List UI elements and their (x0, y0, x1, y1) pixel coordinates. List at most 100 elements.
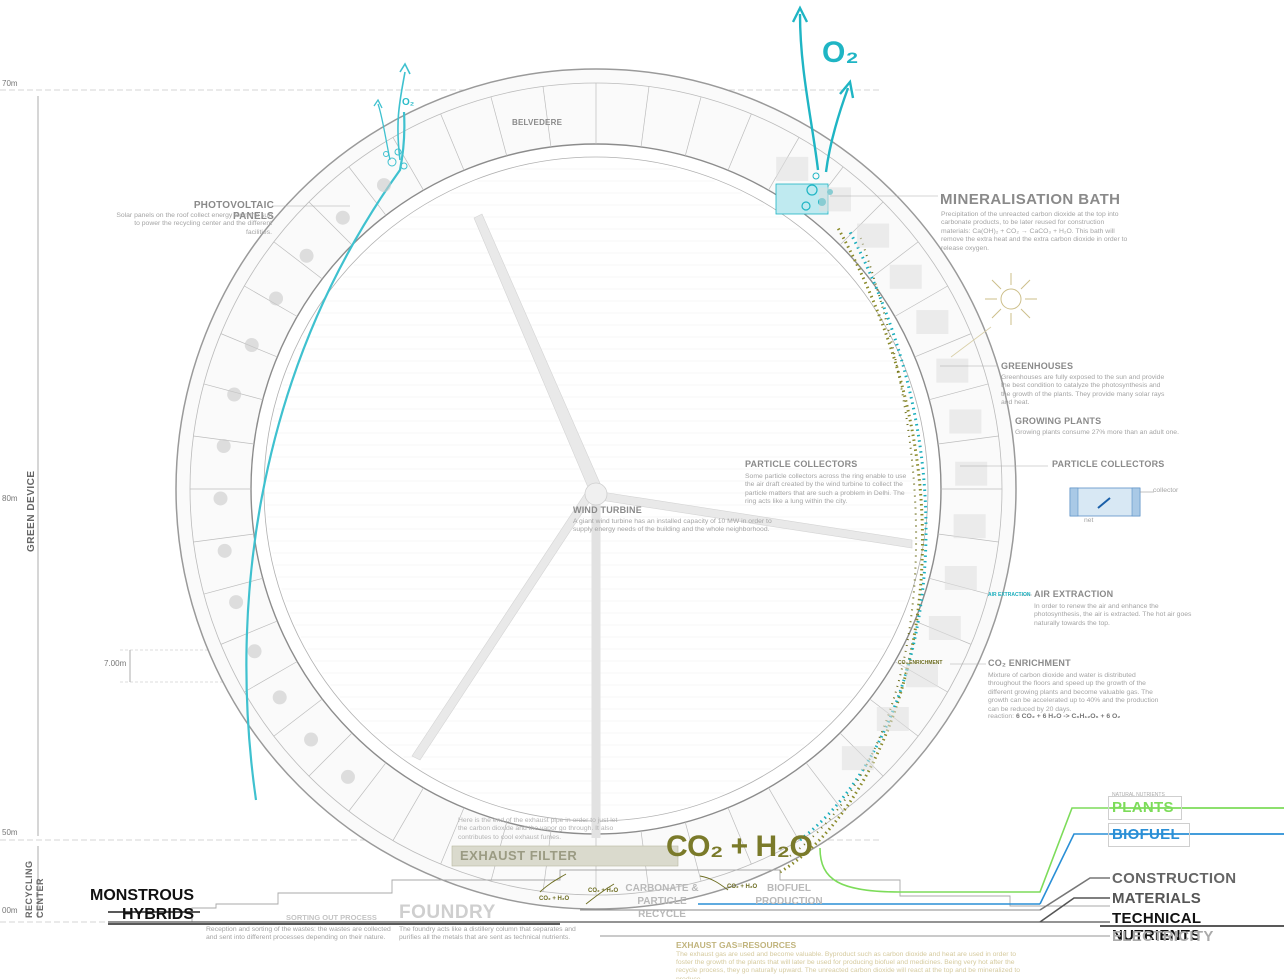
co2-h2o-small-1: CO₂ + H₂O (539, 896, 570, 902)
exhaust-gas-title: EXHAUST GAS=RESOURCES (676, 940, 797, 950)
greenhouse-section (776, 156, 809, 181)
green-device-label: GREEN DEVICE (26, 470, 37, 552)
floor-slab (684, 822, 702, 882)
greenhouse-sections (213, 156, 988, 784)
greenhouse-section (936, 358, 969, 383)
tree-sketch (229, 595, 244, 610)
particle-collector-icon (1069, 487, 1154, 517)
carbonate-label: CARBONATE & PARTICLE RECYCLE (625, 883, 699, 920)
greenhouses-title: GREENHOUSES (1001, 361, 1074, 371)
wind-turbine-title: WIND TURBINE (573, 505, 642, 515)
co2-enrichment-tag: CO₂ ENRICHMENT (898, 660, 943, 666)
floor-slab (914, 333, 972, 358)
floor-slab (348, 762, 387, 812)
greenhouse-section (928, 616, 961, 641)
floor-slab (727, 807, 752, 865)
tree-sketch (213, 491, 228, 506)
co2-pipe-right (779, 227, 928, 874)
sorting-desc: Reception and sorting of the wastes: the… (206, 926, 391, 942)
turbine-hatching (266, 168, 926, 806)
sorting-title: SORTING OUT PROCESS (286, 913, 377, 922)
exhaust-arrows (539, 873, 729, 905)
greenhouse-section (841, 746, 874, 771)
co2-enrichment-desc: Mixture of carbon dioxide and water is d… (988, 672, 1159, 713)
floor-slab (938, 435, 999, 445)
floor-slab (220, 620, 278, 645)
plants-output: PLANTS (1112, 799, 1174, 816)
floor-slab (440, 807, 465, 865)
floor-slab (894, 285, 948, 317)
mineralisation-title: MINERALISATION BATH (940, 191, 1121, 208)
air-extraction-desc: In order to renew the air and enhance th… (1034, 603, 1192, 627)
tree-sketch (269, 291, 284, 306)
wind-turbine-desc: A giant wind turbine has an installed ca… (573, 518, 772, 534)
reaction-formula: 6 CO₂ + 6 H₂O -> C₆H₁₂O₆ + 6 O₂ (1015, 713, 1121, 720)
electricity-output: ELECTRICITY (1112, 928, 1214, 945)
greenhouse-section (944, 565, 977, 590)
floor-slab (542, 86, 552, 147)
exhaust-filter-label: EXHAUST FILTER (460, 848, 578, 863)
dimension-middle: 80m (2, 494, 18, 503)
leader-lines (272, 195, 1048, 665)
floor-slab (392, 787, 424, 841)
floor-slab (440, 113, 465, 171)
particle-collectors-inner-desc: Some particle collectors across the ring… (745, 473, 907, 506)
floor-slab (348, 166, 387, 216)
greenhouse-section (953, 514, 986, 539)
tree-sketch (216, 439, 231, 454)
dimension-floor: 7.00m (104, 659, 127, 668)
tree-sketch (244, 338, 259, 353)
greenhouses-desc: Greenhouses are fully exposed to the sun… (1001, 374, 1165, 407)
tree-sketch (217, 543, 232, 558)
floor-slab (640, 86, 650, 147)
floor-slab (869, 241, 919, 280)
belvedere-label: BELVEDERE (512, 118, 563, 127)
biofuel-output: BIOFUEL (1112, 826, 1180, 843)
greenhouse-section (819, 187, 852, 212)
collector-label: collector (1153, 487, 1179, 494)
technical-nutrients-output: TECHNICAL NUTRIENTS (1112, 910, 1202, 944)
dimension-ground: 00m (2, 906, 18, 915)
wind-turbine-blades (411, 213, 913, 838)
monstrous-hybrids-label: MONSTROUS HYBRIDS (90, 887, 194, 923)
oxygen-pipe-left (245, 62, 411, 801)
dimension-base: 50m (2, 828, 18, 837)
particle-collectors-inner-title: PARTICLE COLLECTORS (745, 459, 858, 469)
tree-sketch (227, 387, 242, 402)
greenhouse-section (916, 310, 949, 335)
co2-h2o-big-label: CO₂ + H₂O (666, 830, 813, 863)
greenhouse-section (949, 409, 982, 434)
co2-enrichment-title: CO₂ ENRICHMENT (988, 658, 1071, 668)
o2-big-label: O₂ (822, 36, 859, 69)
natural-nutrients-label: NATURAL NUTRIENTS (1112, 792, 1165, 798)
greenhouse-section (955, 461, 988, 486)
growing-plants-title: GROWING PLANTS (1015, 416, 1102, 426)
tree-sketch (376, 178, 391, 193)
foundry-title: FOUNDRY (399, 902, 496, 923)
recycling-center-building (108, 807, 1284, 937)
reaction-prefix: reaction: (988, 713, 1015, 720)
floor-slab (727, 113, 752, 171)
exhaust-note: Here is the end of the exhaust pipe in o… (458, 817, 618, 841)
floor-slab (490, 96, 508, 156)
floor-slab (768, 787, 800, 841)
floor-slab (805, 762, 844, 812)
floor-slab (193, 533, 254, 543)
mineralisation-desc: Precipitation of the unreacted carbon di… (941, 211, 1128, 252)
tree-sketch (272, 690, 287, 705)
growing-plants-desc: Growing plants consume 27% more than an … (1015, 429, 1179, 436)
materials-output: MATERIALS (1112, 890, 1202, 907)
dimension-top: 70m (2, 79, 18, 88)
floor-slab (244, 661, 298, 693)
floor-slab (684, 96, 702, 156)
biofuel-production-label: BIOFUEL PRODUCTION (755, 883, 823, 907)
biofuel-box (1108, 823, 1190, 847)
photovoltaic-title: PHOTOVOLTAIC PANELS (193, 200, 274, 222)
greenhouse-section (876, 706, 909, 731)
air-extraction-title: AIR EXTRACTION (1034, 589, 1114, 599)
greenhouse-section (889, 264, 922, 289)
o2-small-label: O₂ (402, 97, 415, 108)
floor-slab (203, 577, 263, 595)
